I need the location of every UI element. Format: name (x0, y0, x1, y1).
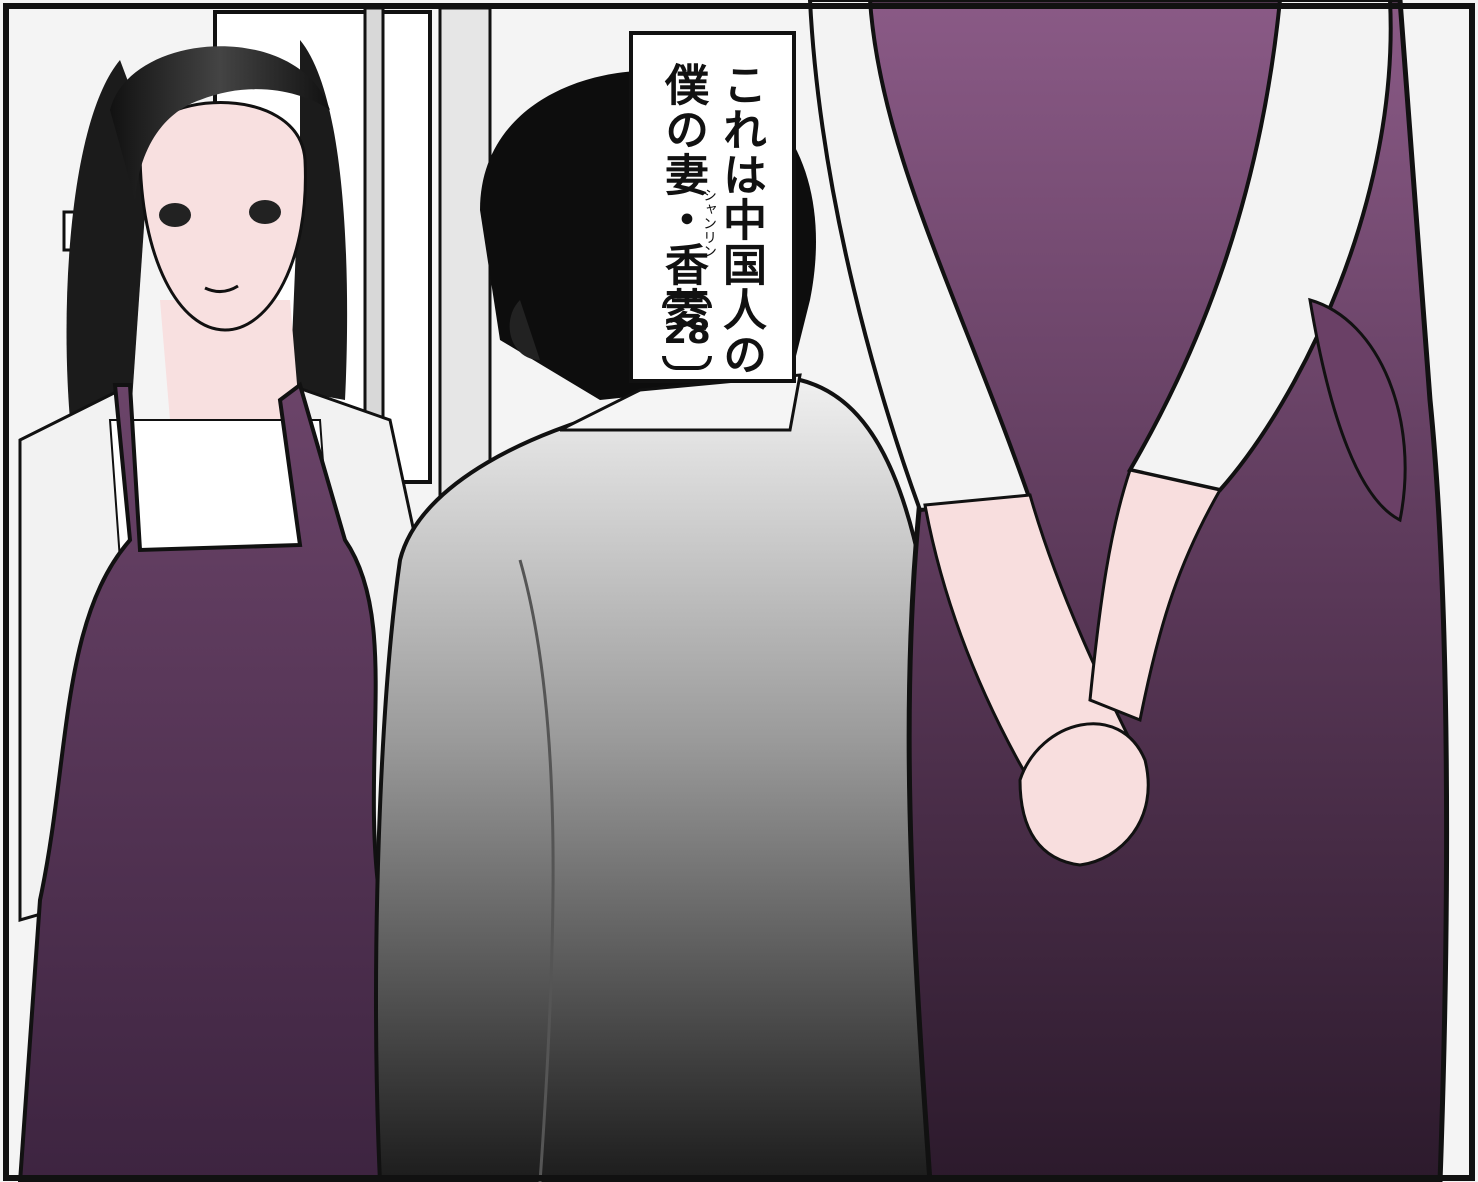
man-ear (509, 300, 540, 360)
panel-border (3, 3, 1475, 1181)
door-frame-2 (438, 6, 492, 510)
door-frame (363, 6, 385, 480)
face (138, 101, 307, 332)
caption-age: 28 (658, 294, 716, 370)
woman-right (807, 0, 1450, 1182)
hair-back-right (290, 40, 348, 400)
caption-line-2: 僕の妻・香菱 (657, 62, 708, 332)
woman-left (17, 40, 422, 1182)
mouth (204, 284, 239, 293)
man-seam (518, 559, 555, 1182)
man-collar (559, 373, 802, 432)
caption-line-1: これは中国人の (715, 62, 766, 377)
right-forearm-right (1088, 468, 1223, 723)
eye-left (159, 203, 191, 227)
narration-box (629, 31, 796, 383)
eye-right (249, 200, 281, 224)
man-jacket (374, 377, 963, 1182)
clasped-hands (1018, 722, 1150, 867)
neck (160, 300, 300, 420)
apron-bow (1308, 297, 1407, 523)
hair-top (110, 46, 330, 200)
caption-ruby: シャンリン (701, 188, 717, 258)
